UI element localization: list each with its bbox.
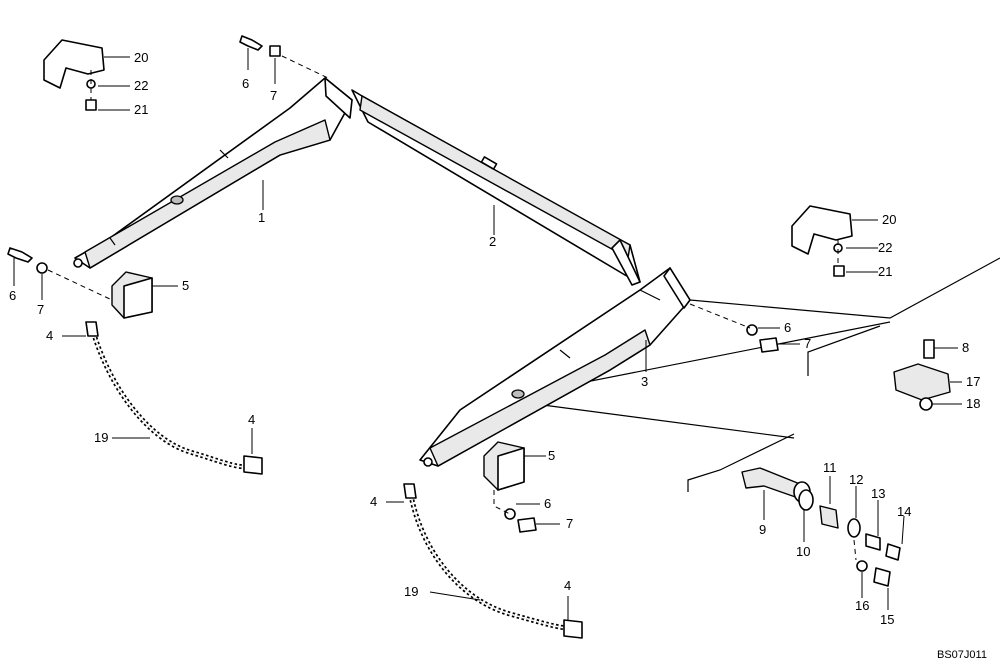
callout-15: 15 <box>880 612 894 627</box>
callout-20-right: 20 <box>882 212 896 227</box>
callout-7-top: 7 <box>270 88 277 103</box>
callout-4-lower-right: 4 <box>564 578 571 593</box>
callout-7-right: 7 <box>804 336 811 351</box>
callout-7-left: 7 <box>37 302 44 317</box>
callout-17: 17 <box>966 374 980 389</box>
cross-beam <box>351 89 641 286</box>
callout-10: 10 <box>796 544 810 559</box>
callout-21-left: 21 <box>134 102 148 117</box>
callout-9: 9 <box>759 522 766 537</box>
callout-6-top: 6 <box>242 76 249 91</box>
callout-18: 18 <box>966 396 980 411</box>
callout-6-left: 6 <box>9 288 16 303</box>
callout-22-right: 22 <box>878 240 892 255</box>
callout-1: 1 <box>258 210 265 225</box>
callout-16: 16 <box>855 598 869 613</box>
leader-lines <box>13 48 962 620</box>
callout-8: 8 <box>962 340 969 355</box>
arm-right <box>419 267 691 467</box>
chain-lower <box>403 483 583 639</box>
bracket-left <box>43 39 105 89</box>
callout-4-upper-left: 4 <box>46 328 53 343</box>
callout-3: 3 <box>641 374 648 389</box>
bracket-right <box>791 205 853 255</box>
callout-6-right: 6 <box>784 320 791 335</box>
callout-2: 2 <box>489 234 496 249</box>
arm-left <box>73 77 353 269</box>
block-lower <box>483 441 525 491</box>
callout-6-lower: 6 <box>544 496 551 511</box>
callout-7-lower: 7 <box>566 516 573 531</box>
callout-19-lower: 19 <box>404 584 418 599</box>
callout-labels: 20 22 21 6 7 1 2 6 7 5 4 19 4 20 22 21 6… <box>9 50 987 661</box>
callout-20-left: 20 <box>134 50 148 65</box>
pin-assembly <box>741 467 901 587</box>
block-upper <box>111 271 153 319</box>
callout-5-lower: 5 <box>548 448 555 463</box>
callout-19-upper: 19 <box>94 430 108 445</box>
callout-4-lower-left: 4 <box>370 494 377 509</box>
callout-14: 14 <box>897 504 911 519</box>
assembly-lines <box>47 55 857 561</box>
callout-13: 13 <box>871 486 885 501</box>
callout-11: 11 <box>823 460 837 475</box>
figure-code: BS07J011 <box>937 649 987 661</box>
chain-upper <box>85 321 263 475</box>
callout-21-right: 21 <box>878 264 892 279</box>
callout-12: 12 <box>849 472 863 487</box>
callout-4-upper-right: 4 <box>248 412 255 427</box>
callout-5-upper: 5 <box>182 278 189 293</box>
hardware <box>7 35 951 533</box>
callout-22-left: 22 <box>134 78 148 93</box>
